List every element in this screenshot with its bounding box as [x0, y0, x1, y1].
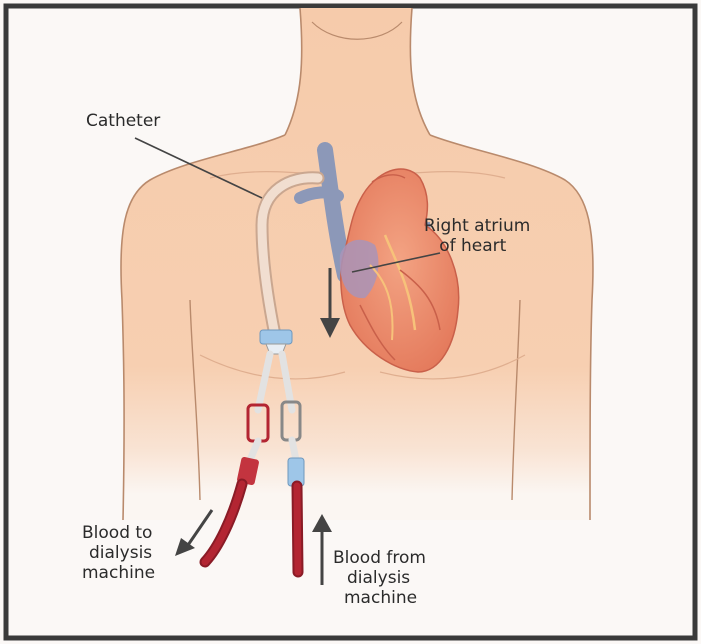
- catheter-label: Catheter: [86, 111, 160, 131]
- blood-to-machine-label: Blood to dialysis machine: [82, 523, 155, 583]
- blood-from-label-line3: machine: [333, 588, 426, 608]
- right-atrium-label-line1: Right atrium: [424, 216, 530, 236]
- blood-from-machine-label: Blood from dialysis machine: [333, 548, 426, 608]
- blood-to-label-line3: machine: [82, 563, 155, 583]
- right-atrium-label: Right atrium of heart: [424, 216, 530, 256]
- right-atrium-label-line2: of heart: [424, 236, 530, 256]
- blood-from-label-line2: dialysis: [333, 568, 426, 588]
- catheter-label-text: Catheter: [86, 111, 160, 131]
- blood-from-label-line1: Blood from: [333, 548, 426, 568]
- blood-to-label-line2: dialysis: [82, 543, 155, 563]
- blood-to-label-line1: Blood to: [82, 523, 155, 543]
